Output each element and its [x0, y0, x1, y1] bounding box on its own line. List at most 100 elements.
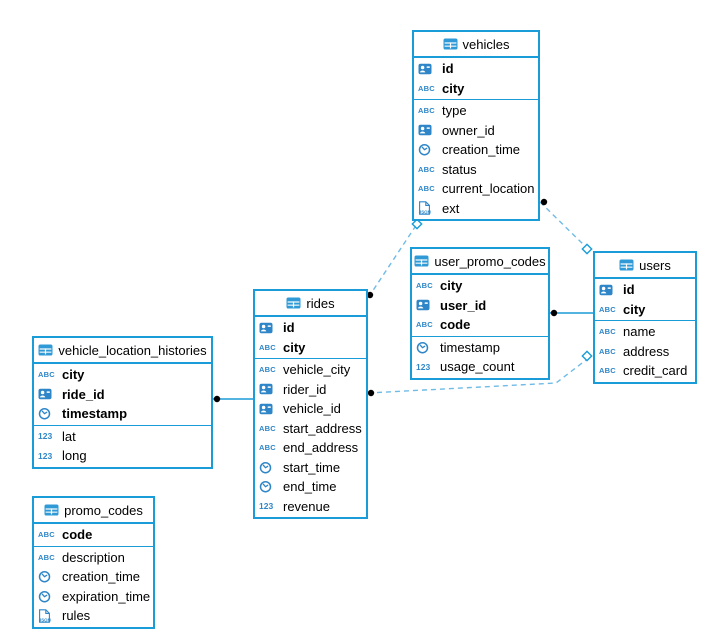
field-row-start_time[interactable]: start_time [255, 458, 366, 478]
uuid-type-icon [418, 63, 437, 75]
field-row-id[interactable]: id [255, 318, 366, 338]
field-row-ride_id[interactable]: ride_id [34, 385, 211, 405]
table-header[interactable]: user_promo_codes [412, 249, 548, 275]
table-icon [44, 504, 59, 516]
field-label: timestamp [62, 406, 128, 422]
table-header[interactable]: vehicle_location_histories [34, 338, 211, 364]
field-label: code [62, 527, 93, 543]
field-label: city [442, 80, 465, 96]
field-label: credit_card [623, 363, 688, 379]
field-row-lat[interactable]: 123 lat [34, 427, 211, 447]
field-label: user_id [440, 297, 487, 313]
table-header[interactable]: vehicles [414, 32, 538, 58]
field-row-id[interactable]: id [595, 280, 695, 300]
time-type-icon [38, 407, 57, 420]
uuid-type-icon [259, 403, 278, 415]
table-name: user_promo_codes [434, 253, 546, 269]
abc-type-icon: ABC [599, 304, 616, 314]
field-label: current_location [442, 181, 535, 197]
field-label: expiration_time [62, 588, 151, 604]
json-type-icon: JSON [38, 609, 57, 623]
table-name: promo_codes [64, 502, 143, 518]
field-label: creation_time [62, 569, 141, 585]
field-label: long [62, 448, 87, 464]
field-row-end_time[interactable]: end_time [255, 477, 366, 497]
field-label: ride_id [62, 386, 105, 402]
uuid-type-icon [259, 322, 278, 334]
table-header[interactable]: rides [255, 291, 366, 317]
abc-type-icon: ABC [418, 164, 435, 174]
field-row-owner_id[interactable]: owner_id [414, 121, 538, 141]
field-row-status[interactable]: ABC status [414, 160, 538, 180]
uuid-type-icon [38, 388, 57, 400]
relation-dot-marker [367, 389, 375, 397]
table-header[interactable]: users [595, 253, 695, 279]
field-row-creation_time[interactable]: creation_time [414, 140, 538, 160]
num-type-icon: 123 [38, 431, 53, 441]
field-row-id[interactable]: id [414, 59, 538, 79]
field-label: ext [442, 200, 460, 216]
field-label: end_time [283, 479, 337, 495]
field-label: status [442, 161, 477, 177]
abc-type-icon: ABC [416, 320, 433, 329]
field-row-expiration_time[interactable]: expiration_time [34, 587, 153, 607]
field-row-rider_id[interactable]: rider_id [255, 380, 366, 400]
field-label: timestamp [440, 339, 500, 355]
field-row-vehicle_id[interactable]: vehicle_id [255, 399, 366, 419]
field-row-creation_time[interactable]: creation_time [34, 567, 153, 587]
field-label: lat [62, 428, 76, 444]
table-icon [286, 297, 301, 309]
time-type-icon [38, 590, 57, 603]
abc-type-icon: ABC [259, 342, 276, 352]
relation-dot-marker [213, 395, 221, 403]
abc-type-icon: ABC [259, 443, 276, 452]
field-label: name [623, 324, 656, 340]
field-row-timestamp[interactable]: timestamp [412, 338, 548, 358]
relation-diamond-marker [581, 243, 593, 255]
table-header[interactable]: promo_codes [34, 498, 153, 524]
num-type-icon: 123 [38, 450, 53, 461]
field-label: start_time [283, 459, 341, 475]
field-row-timestamp[interactable]: timestamp [34, 404, 211, 424]
field-label: city [62, 367, 85, 383]
field-label: start_address [283, 420, 362, 436]
field-row-long[interactable]: 123 long [34, 446, 211, 466]
table-icon [38, 344, 53, 356]
relation-vehicles-to-users[interactable] [539, 201, 590, 251]
field-label: id [442, 61, 454, 77]
relation-diamond-marker [581, 350, 593, 362]
field-row-user_id[interactable]: user_id [412, 296, 548, 316]
